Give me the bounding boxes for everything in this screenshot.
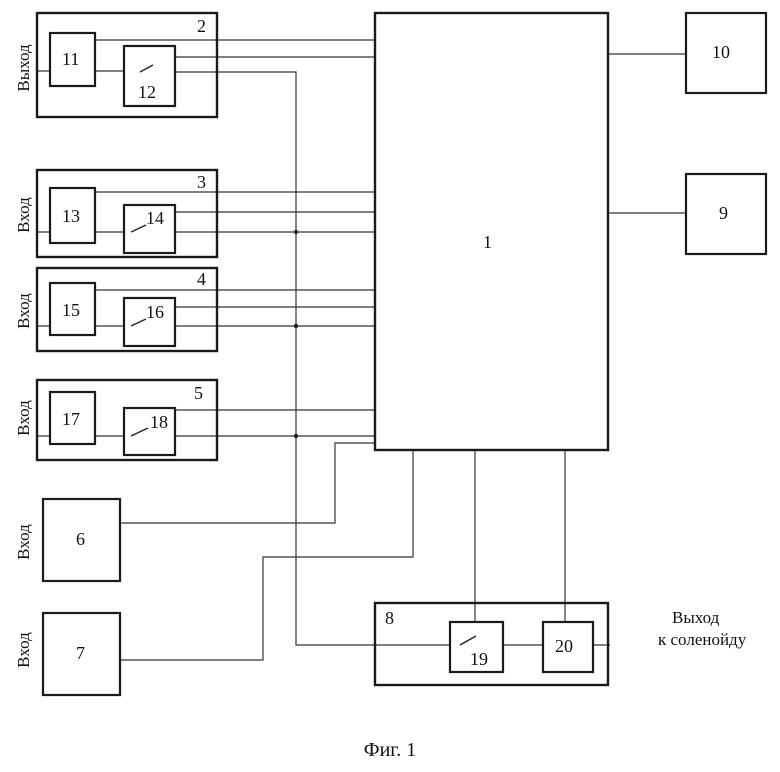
block-19-number: 19 bbox=[470, 649, 488, 669]
block-4-group: 4 15 16 Вход bbox=[14, 268, 217, 351]
label-output-2: Выход bbox=[14, 44, 33, 92]
block-13-number: 13 bbox=[62, 206, 80, 226]
block-16-number: 16 bbox=[146, 302, 164, 322]
block-2-number: 2 bbox=[197, 16, 206, 36]
label-output-8-line2: к соленойду bbox=[658, 630, 747, 649]
block-14-number: 14 bbox=[146, 208, 164, 228]
block-3-number: 3 bbox=[197, 172, 206, 192]
block-10-number: 10 bbox=[712, 42, 730, 62]
label-input-5: Вход bbox=[14, 400, 33, 436]
label-input-6: Вход bbox=[14, 524, 33, 560]
block-6-number: 6 bbox=[76, 529, 85, 549]
label-input-4: Вход bbox=[14, 293, 33, 329]
block-3-group: 3 13 14 Вход bbox=[14, 170, 217, 257]
block-12-number: 12 bbox=[138, 82, 156, 102]
block-8-number: 8 bbox=[385, 608, 394, 628]
block-2-group: 2 11 12 Выход bbox=[14, 13, 217, 117]
junction-dot bbox=[294, 434, 298, 438]
label-output-8-line1: Выход bbox=[672, 608, 720, 627]
junction-dot bbox=[294, 230, 298, 234]
block-17-number: 17 bbox=[62, 409, 80, 429]
block-5-group: 5 17 18 Вход bbox=[14, 380, 217, 460]
block-8-group: 8 19 20 bbox=[375, 603, 608, 685]
label-input-3: Вход bbox=[14, 197, 33, 233]
figure-caption: Фиг. 1 bbox=[364, 739, 416, 761]
block-18-number: 18 bbox=[150, 412, 168, 432]
junction-dot bbox=[294, 324, 298, 328]
wire-7-to-1 bbox=[120, 450, 413, 660]
block-5-number: 5 bbox=[194, 383, 203, 403]
block-9-number: 9 bbox=[719, 203, 728, 223]
block-20-number: 20 bbox=[555, 636, 573, 656]
block-15-number: 15 bbox=[62, 300, 80, 320]
block-7-number: 7 bbox=[76, 643, 85, 663]
block-11-number: 11 bbox=[62, 49, 79, 69]
label-input-7: Вход bbox=[14, 632, 33, 668]
block-4-number: 4 bbox=[197, 269, 206, 289]
block-1-number: 1 bbox=[483, 232, 492, 252]
